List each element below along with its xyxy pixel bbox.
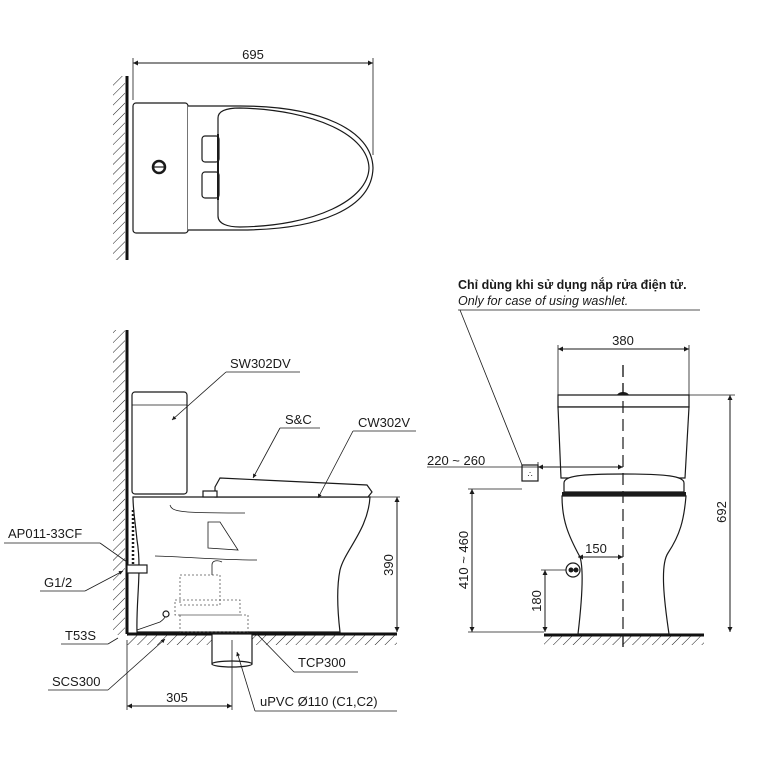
dim-label-695: 695 (242, 47, 264, 62)
bowl-side (132, 496, 371, 633)
seat-lid-top (217, 107, 370, 228)
dim-label-380: 380 (612, 333, 634, 348)
hinge-top (201, 135, 220, 163)
dim-label-220-260: 220 ~ 260 (427, 453, 485, 468)
front-view: Chỉ dùng khi sử dụng nắp rửa điện tử. On… (427, 277, 735, 650)
dim-label-692: 692 (714, 501, 729, 523)
power-outlet (521, 464, 539, 482)
dim-label-150: 150 (585, 541, 607, 556)
seat-front (563, 473, 685, 493)
side-floor-hatch (127, 635, 397, 645)
side-view: 390 305 SW302DV S&C CW302V AP011-33CF G1… (4, 330, 416, 712)
label-bowl: CW302V (358, 415, 410, 430)
outlet-icon: ∴ (527, 470, 532, 479)
front-floor-hatch (544, 636, 704, 645)
label-flange: TCP300 (298, 655, 346, 670)
dim-label-390: 390 (381, 554, 396, 576)
label-screw: SCS300 (52, 674, 100, 689)
top-view: 695 (113, 47, 374, 260)
note-english: Only for case of using washlet. (458, 294, 628, 308)
label-angle-valve: AP011-33CF (8, 526, 82, 541)
label-seat: S&C (285, 412, 312, 427)
angle-valve (126, 564, 148, 574)
dim-label-305: 305 (166, 690, 188, 705)
label-thread: G1/2 (44, 575, 72, 590)
label-supply-hose: T53S (65, 628, 96, 643)
label-pipe: uPVC Ø110 (C1,C2) (260, 694, 378, 709)
label-tank: SW302DV (230, 356, 291, 371)
wall-hatch (113, 76, 125, 260)
dim-label-180: 180 (529, 590, 544, 612)
seat-side (214, 477, 373, 498)
hinge-bottom (201, 171, 220, 199)
bowl-front (561, 495, 687, 635)
dim-label-410-460: 410 ~ 460 (456, 531, 471, 589)
side-wall-hatch (113, 330, 125, 635)
tank-side (131, 391, 188, 495)
note-vietnamese: Chỉ dùng khi sử dụng nắp rửa điện tử. (458, 277, 687, 292)
